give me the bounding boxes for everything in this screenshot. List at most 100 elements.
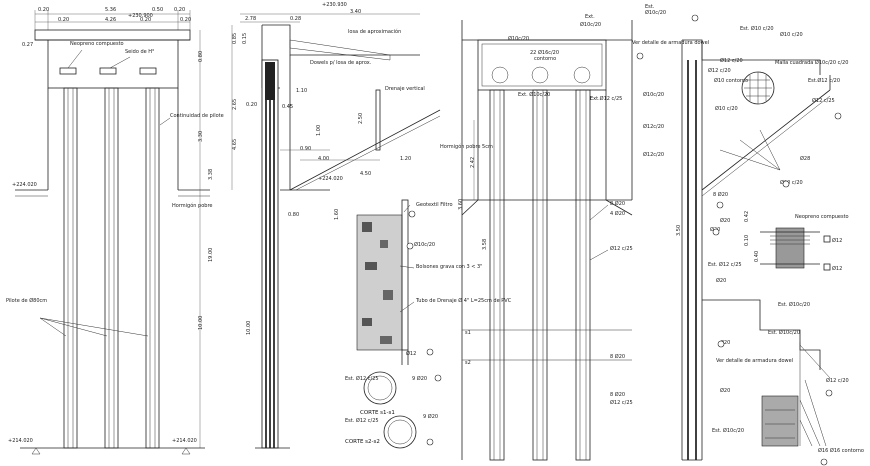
e-top-1: Ø10c/20 [645,9,666,16]
d-bar-2: Ø12 c/25 [610,245,633,252]
label-c-tubo: Tubo de Drenaje Ø 4" L=25cm de PVC [415,297,512,304]
d-label-4: Ext.Ø12 c/25 [590,95,622,102]
d-bar-1: 4 Ø20 [610,210,625,217]
e-low-1: Ø20 [720,217,730,224]
dim-a-4: 4.26 [105,17,116,23]
e-low-4: Ø20 [716,277,726,284]
e-bot-6: Est. Ø10c/20 [712,427,744,434]
dim-b-d1: 0.15 [242,33,248,44]
d-label-0: Ø10c/20 [508,35,529,42]
d-dim-1: 3.60 [458,199,464,210]
d-bar-0: 8 Ø20 [610,200,625,207]
dim-b-d7: 1.00 [316,125,322,136]
d-bar-4: 8 Ø20 [610,391,625,398]
s1-ext: Est. Ø12 c/25 [345,375,379,382]
ref-c-1: Ø12 [406,350,416,357]
elev-a-bl: +214.020 [8,438,33,444]
elev-b-mid: +224.020 [318,176,343,182]
d-bar-5: Ø12 c/25 [610,399,633,406]
detail-ref-1: Ø12 [832,265,842,272]
detail-dim-1: 0.10 [744,235,750,246]
s2-caption: CORTE s2-s2 [345,439,380,445]
d-label-2: contorno [534,56,556,62]
piles-a [63,87,160,449]
ref-c-0: Ø10c/20 [414,241,435,248]
e-bot-0: Est. Ø10c/20 [778,301,810,308]
dim-b-2: 3.40 [350,9,361,15]
label-b-losa: losa de aproximación [348,28,401,35]
dim-b-d5: 0.20 [246,102,257,108]
d-top-1: Ø10c/20 [580,21,601,28]
label-a-piles: Pilote de Ø80cm [6,297,47,304]
label-a-continuity: Continuidad de pilote [170,113,224,119]
dim-b-d10: 2.50 [358,113,364,124]
d-label-1: 22 Ø16c/20 [530,49,559,56]
dim-a-left: 0.27 [22,42,33,48]
e-top-2: Ver detalle de armadura dowel [632,40,709,46]
panel-d-reinforcement: Ext. Ø10c/20 Ø10c/20 22 Ø16c/20 contorno… [458,14,633,461]
d-label-3: Ext. Ø10c/20 [518,91,550,98]
e-low-0: 8 Ø20 [713,191,728,198]
d-dim-0: 2.42 [470,157,476,168]
dim-b-d13: 10.00 [246,321,252,335]
label-b-dowel: Dowels p/ losa de aprox. [310,60,372,66]
dim-a-6: 0.50 [152,7,163,13]
dim-c: 1.60 [334,209,340,220]
e-mid-1: Est.Ø12 c/20 [808,77,840,84]
e-top-3: Est. Ø10 c/20 [740,25,774,32]
s1-caption: CORTE s1-s1 [360,410,395,416]
section-s2: Est. Ø12 c/25 9 Ø20 CORTE s2-s2 [345,413,438,449]
detail-dim-0: 0.42 [744,211,750,222]
dim-b-d8: 4.00 [318,156,329,162]
e-top-0: Est. [645,4,655,10]
dim-a-5: 0.20 [140,17,151,23]
detail-dim-2: 0.40 [754,251,760,262]
e-bot-5: Ø20 [720,387,730,394]
label-c-bolsones: Bolsones grava con 3 < 3" [416,264,482,270]
e-low-2: Est. Ø12 c/25 [708,261,742,268]
dim-a-2: 0.20 [174,7,185,13]
dim-a-s1: 3.30 [198,131,204,142]
e-dim-v: 3.50 [676,225,682,236]
d-dim-2: 3.58 [482,239,488,250]
dim-b-d3: 4.65 [232,139,238,150]
e-top-4: Ø10 c/20 [780,31,803,38]
label-a-shoring: Hormigón pobre [172,202,212,209]
neoprene-detail: Neopreno compuesto 0.42 0.10 0.40 Ø12 Ø1… [744,211,849,272]
detail-title: Neopreno compuesto [795,214,849,220]
panel-c-drain-detail: Geotextil Filtro Bolsones grava con 3 < … [334,199,512,365]
label-b-drain: Drenaje vertical [385,86,425,92]
label-b-shoring: Hormigón pobre 5cm [440,143,493,150]
d-sec-s1: s1 [465,330,471,336]
dim-a-s3: 19.00 [208,248,214,262]
detail-ref-0: Ø12 [832,237,842,244]
label-c-geo: Geotextil Filtro [416,202,453,208]
elev-a-top: +230.900 [128,13,153,19]
panel-a-abutment-elevation: 0.20 5.36 0.20 0.20 4.26 0.20 0.50 0.20 … [6,7,224,455]
panel-e-detail: Est. Ø10c/20 Ver detalle de armadura dow… [632,4,864,466]
e-mid-8: Ø28 [800,155,810,162]
panel-b-cross-section: 2.78 0.28 3.40 +230.930 losa de aproxima… [231,2,493,449]
dim-b-1: 0.28 [290,16,301,22]
e-mid-2: Ø12 c/25 [812,97,835,104]
dim-a-3: 0.20 [58,17,69,23]
elev-a-mid: +224.020 [12,182,37,188]
e-mid-9: Ø20 c/20 [780,179,803,186]
elev-a-br: +214.020 [172,438,197,444]
dim-b-d6: 0.45 [282,104,293,110]
e-bot-4: Ø12 c/20 [826,377,849,384]
d-sec-s2: s2 [465,360,471,366]
e-mid-3: Ø12 c/20 [708,67,731,74]
e-top-5: Ø12 c/20 [720,57,743,64]
e-bot-2: Ver detalle de armadura dowel [716,358,793,364]
dim-a-7: 0.20 [180,17,191,23]
dim-b-d9: 1.20 [400,156,411,162]
e-mid-7: Ø12c/20 [643,151,664,158]
s2-ext: Est. Ø12 c/25 [345,417,379,424]
dim-b-0: 2.78 [245,16,256,22]
dim-b-d2: 2.65 [232,99,238,110]
d-top-0: Ext. [585,14,595,20]
s2-bars: 9 Ø20 [423,413,438,420]
dim-a-s2: 3.38 [208,169,214,180]
